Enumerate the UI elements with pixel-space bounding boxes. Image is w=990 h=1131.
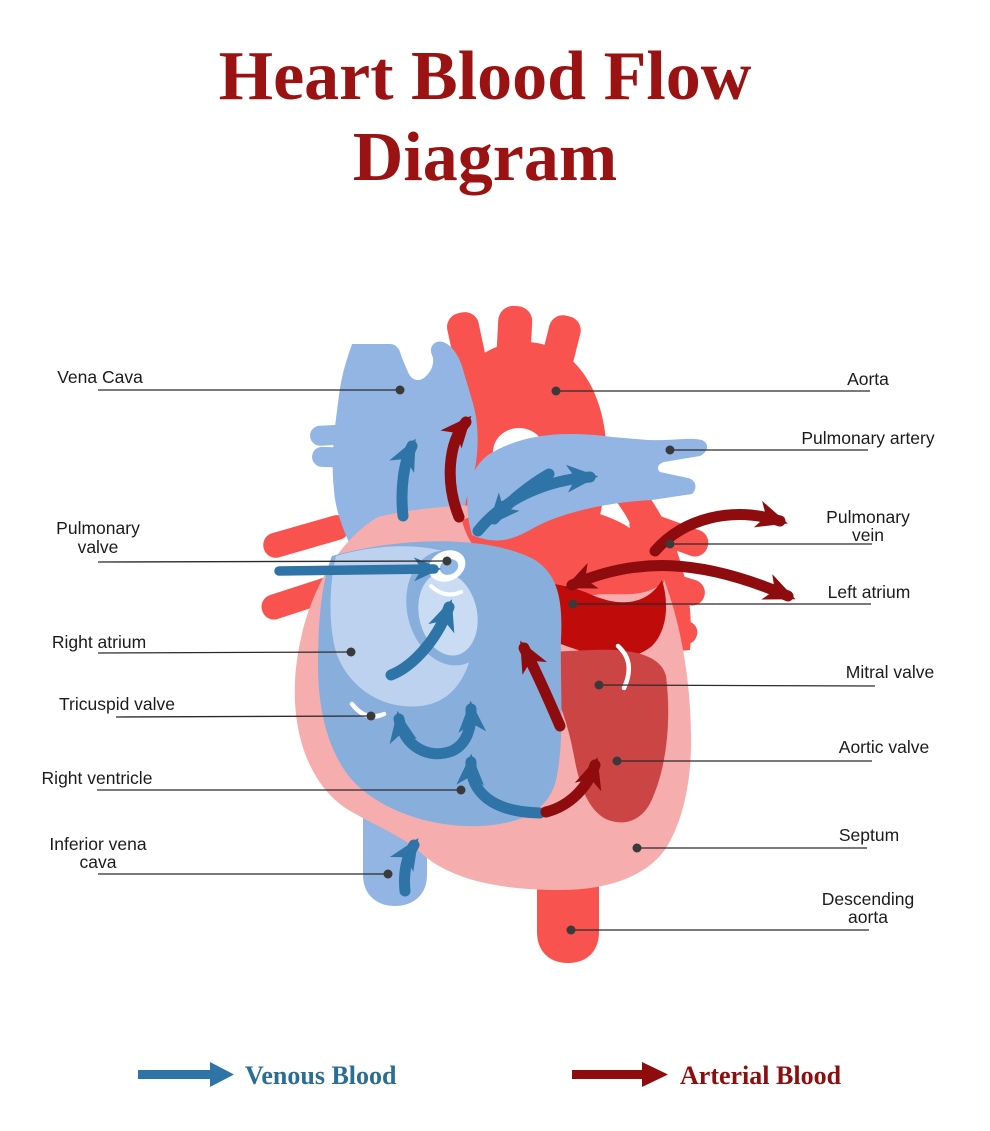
dot-right-ventricle [456, 785, 466, 795]
ivc-flow-arrow [389, 838, 420, 897]
label-pulmonary-artery: Pulmonary artery [801, 428, 934, 448]
dot-vena-cava [395, 385, 405, 395]
descending-aorta-vessel [537, 870, 599, 963]
dot-aorta [551, 386, 561, 396]
dot-right-atrium [346, 647, 356, 657]
mitral-leaflet [615, 643, 632, 691]
label-inferior-vena-cava-2: cava [80, 852, 117, 872]
dot-septum [632, 843, 642, 853]
legend-arterial-label: Arterial Blood [680, 1061, 842, 1090]
label-aortic-valve: Aortic valve [839, 737, 929, 757]
arterial-flow-arrows [440, 415, 796, 818]
svc-to-atrium-arrow [488, 468, 555, 526]
leader-lines [97, 389, 876, 931]
dot-inferior-vena-cava [383, 869, 393, 879]
label-mitral-valve: Mitral valve [846, 662, 935, 682]
venous-arrow-icon [138, 1062, 234, 1087]
label-tricuspid-valve: Tricuspid valve [59, 694, 175, 714]
leader-mitral-valve [598, 684, 876, 687]
legend-venous-label: Venous Blood [245, 1061, 397, 1090]
page-title-line2: Diagram [353, 119, 617, 196]
dot-pulmonary-vein [665, 539, 675, 549]
label-pulmonary-valve-2: valve [78, 537, 119, 557]
label-right-atrium: Right atrium [52, 632, 146, 652]
left-labels: Vena Cava Pulmonary valve Right atrium T… [42, 367, 175, 872]
rv-swirl-arrow [389, 700, 487, 760]
pulmonary-valve-arrow [274, 557, 442, 582]
page-title-line1: Heart Blood Flow [219, 38, 752, 115]
right-labels: Aorta Pulmonary artery Pulmonary vein Le… [801, 369, 934, 927]
label-pulmonary-vein-1: Pulmonary [826, 507, 910, 527]
dot-descending-aorta [566, 925, 576, 935]
rv-up-arrow [385, 599, 455, 681]
label-descending-aorta-2: aorta [848, 907, 888, 927]
label-pulmonary-valve-1: Pulmonary [56, 518, 140, 538]
label-inferior-vena-cava-1: Inferior vena [49, 834, 147, 854]
leader-dots [346, 385, 675, 935]
label-descending-aorta-1: Descending [822, 889, 914, 909]
label-pulmonary-vein-2: vein [852, 525, 884, 545]
dot-tricuspid-valve [366, 711, 376, 721]
dot-mitral-valve [594, 680, 604, 690]
aorta-arch-arrow [440, 415, 472, 523]
rv-lower-arrow [456, 753, 546, 819]
left-atrium-arrow [564, 560, 796, 602]
svc-flow-arrow [389, 438, 418, 522]
label-septum: Septum [839, 825, 899, 845]
aortic-valve-arrow [540, 757, 602, 818]
lv-up-arrow [518, 640, 566, 732]
venous-flow-arrows [274, 438, 599, 897]
leader-tricuspid-valve [115, 715, 372, 718]
leader-right-atrium [97, 651, 352, 654]
arterial-arrow-icon [572, 1062, 668, 1087]
label-right-ventricle: Right ventricle [42, 768, 153, 788]
dot-aortic-valve [612, 756, 622, 766]
dot-pulmonary-artery [665, 445, 675, 455]
leader-pulmonary-valve [97, 560, 448, 563]
label-vena-cava: Vena Cava [57, 367, 143, 387]
label-aorta: Aorta [847, 369, 889, 389]
legend: Venous Blood Arterial Blood [138, 1061, 842, 1090]
pulmonary-vein-arrow [649, 500, 788, 557]
dot-left-atrium [568, 599, 578, 609]
dot-pulmonary-valve [442, 556, 452, 566]
label-left-atrium: Left atrium [828, 582, 911, 602]
